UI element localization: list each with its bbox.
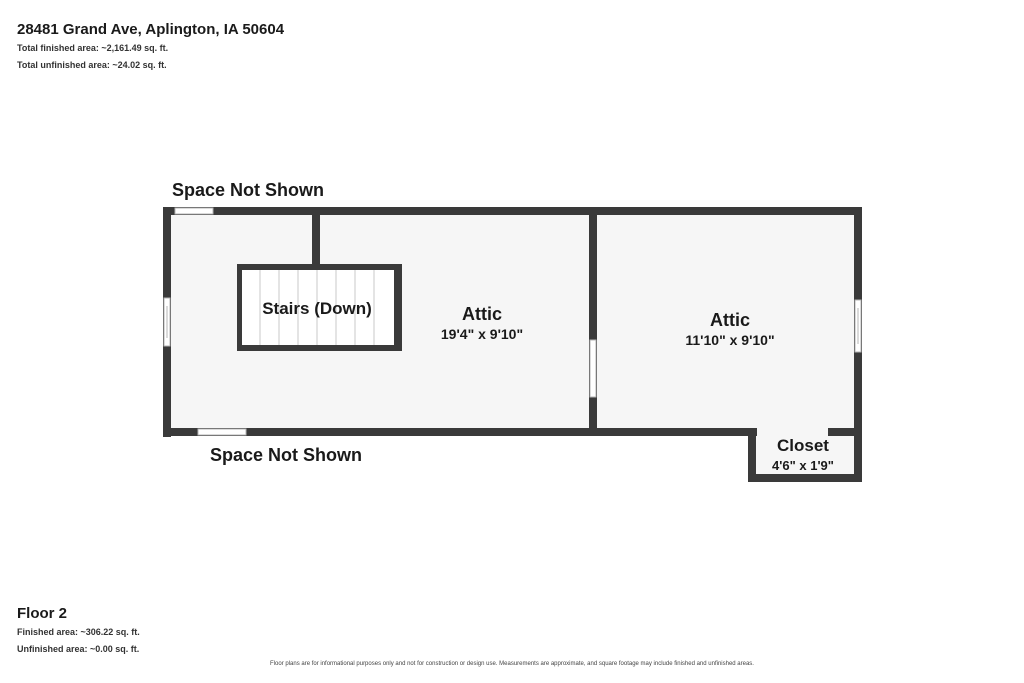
closet-west-wall [748, 428, 756, 482]
attic-west-dims: 19'4" x 9'10" [441, 326, 523, 342]
south-wall [163, 428, 757, 436]
attic-east-name: Attic [710, 310, 750, 330]
attic-divider-wall [589, 207, 597, 436]
total-finished-area: Total finished area: ~2,161.49 sq. ft. [17, 43, 169, 53]
stair-left-wall [237, 264, 242, 351]
closet-name: Closet [777, 436, 829, 455]
stairs-label: Stairs (Down) [262, 299, 372, 318]
closet-floor [752, 432, 858, 478]
floor-finished-area: Finished area: ~306.22 sq. ft. [17, 627, 140, 637]
total-unfinished-area: Total unfinished area: ~24.02 sq. ft. [17, 60, 167, 70]
floor-unfinished-area: Unfinished area: ~0.00 sq. ft. [17, 644, 140, 654]
closet-south-wall [748, 474, 862, 482]
south-wall-east [828, 428, 862, 436]
stair-right-wall [394, 264, 402, 351]
stair-treads [241, 268, 397, 346]
attic-west-name: Attic [462, 304, 502, 324]
property-address: 28481 Grand Ave, Aplington, IA 50604 [17, 21, 285, 38]
closet-dims: 4'6" x 1'9" [772, 458, 834, 473]
space-not-shown-bottom: Space Not Shown [210, 445, 362, 465]
stair-bottom-wall [237, 345, 402, 351]
north-wall [163, 207, 862, 215]
attic-doorway [589, 339, 597, 398]
south-window [197, 428, 247, 436]
stair-partition-wall [312, 207, 320, 267]
attic-east-floor [595, 211, 858, 432]
floor-title: Floor 2 [17, 605, 68, 622]
window-panes [166, 306, 859, 344]
north-window [174, 207, 214, 215]
space-not-shown-top: Space Not Shown [172, 180, 324, 200]
stair-top-wall [237, 264, 402, 270]
attic-east-dims: 11'10" x 9'10" [685, 332, 774, 348]
disclaimer: Floor plans are for informational purpos… [270, 661, 754, 667]
